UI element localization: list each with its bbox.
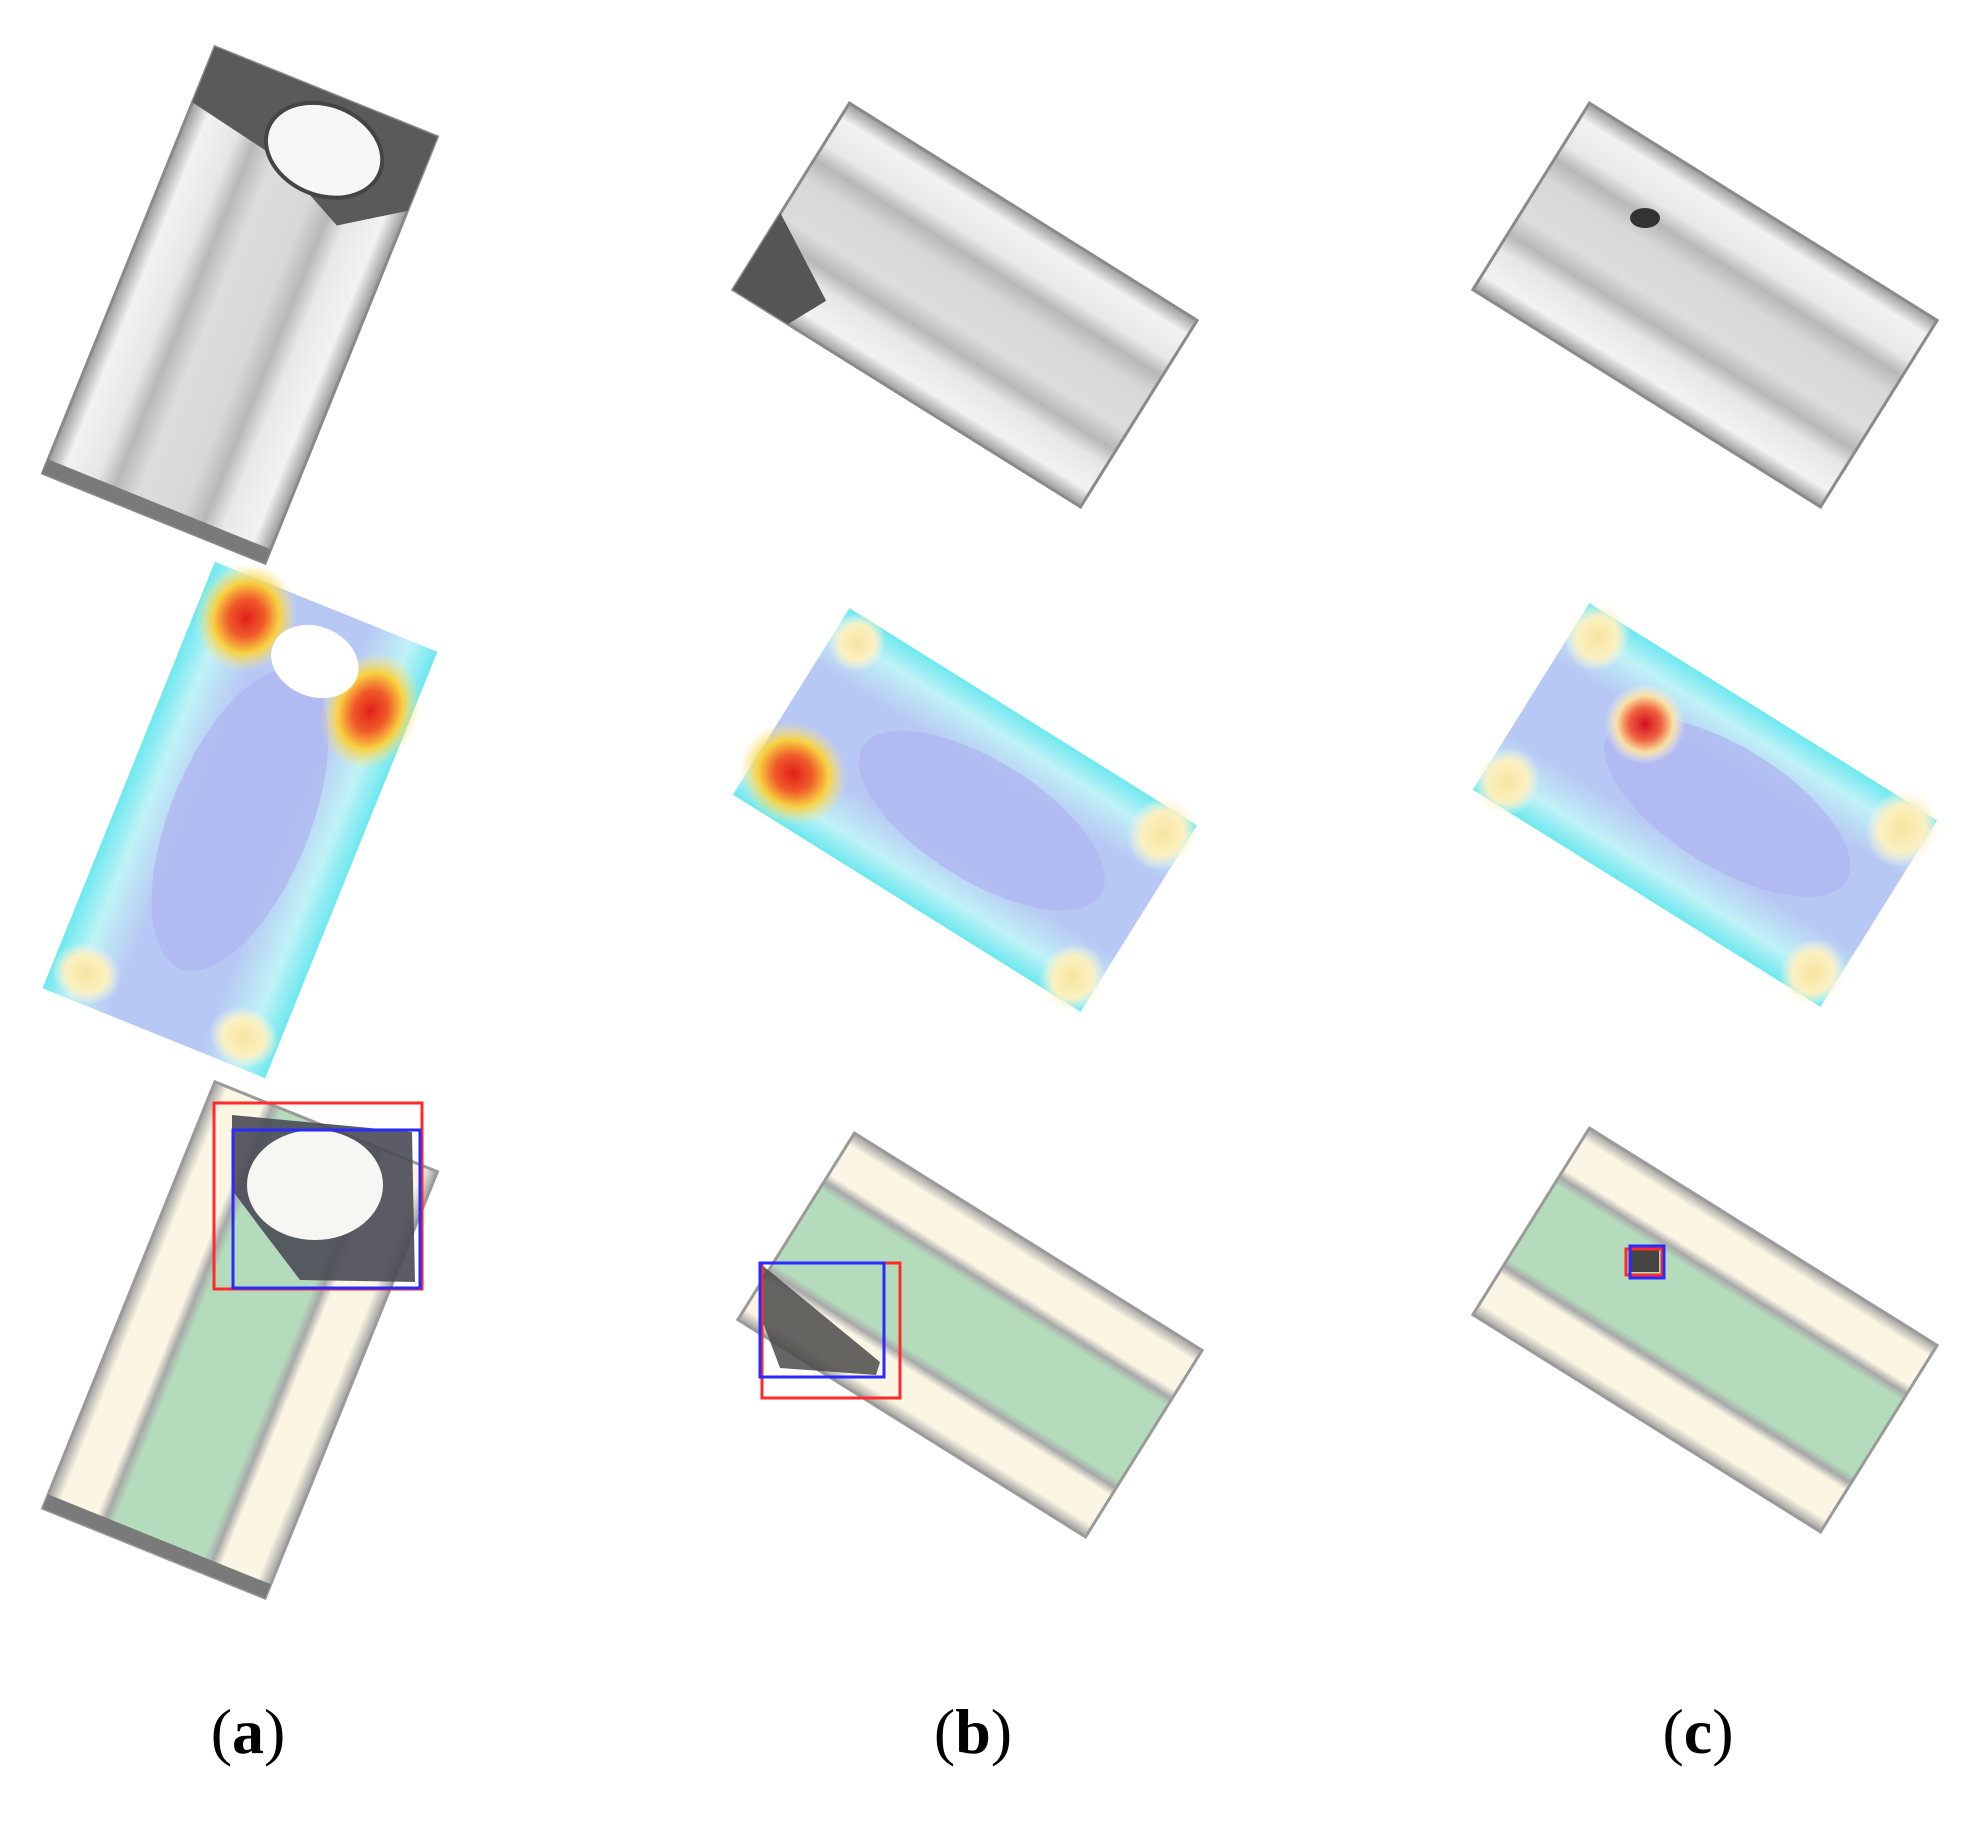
panel-c-heatmap-spot	[1605, 684, 1685, 764]
panel-b-prediction-box	[758, 1261, 886, 1379]
panel-c-ground-truth-box	[1624, 1247, 1664, 1277]
panel-c-segmentation	[1470, 1126, 1940, 1534]
panel-a-defect-patch	[232, 1115, 415, 1282]
panel-label-b: (b)	[933, 1696, 1013, 1767]
panel-a-heatmap	[42, 561, 438, 1079]
panel-c-grayscale	[1470, 101, 1940, 509]
panel-b-grayscale	[730, 101, 1200, 509]
panel-b-defect-patch	[762, 1265, 880, 1375]
panel-b-segmentation	[735, 1131, 1205, 1539]
panel-a-prediction-box	[231, 1128, 422, 1290]
panel-c-defect-patch	[1629, 1250, 1659, 1272]
panel-label-a: (a)	[210, 1696, 286, 1767]
panel-label-c: (c)	[1662, 1696, 1734, 1767]
panel-c-defect-spot	[1630, 208, 1660, 228]
panel-c-prediction-box	[1628, 1244, 1666, 1280]
panel-a-grayscale	[40, 44, 440, 566]
panel-b-heatmap	[732, 608, 1198, 1012]
panel-c-heatmap	[1472, 603, 1940, 1007]
